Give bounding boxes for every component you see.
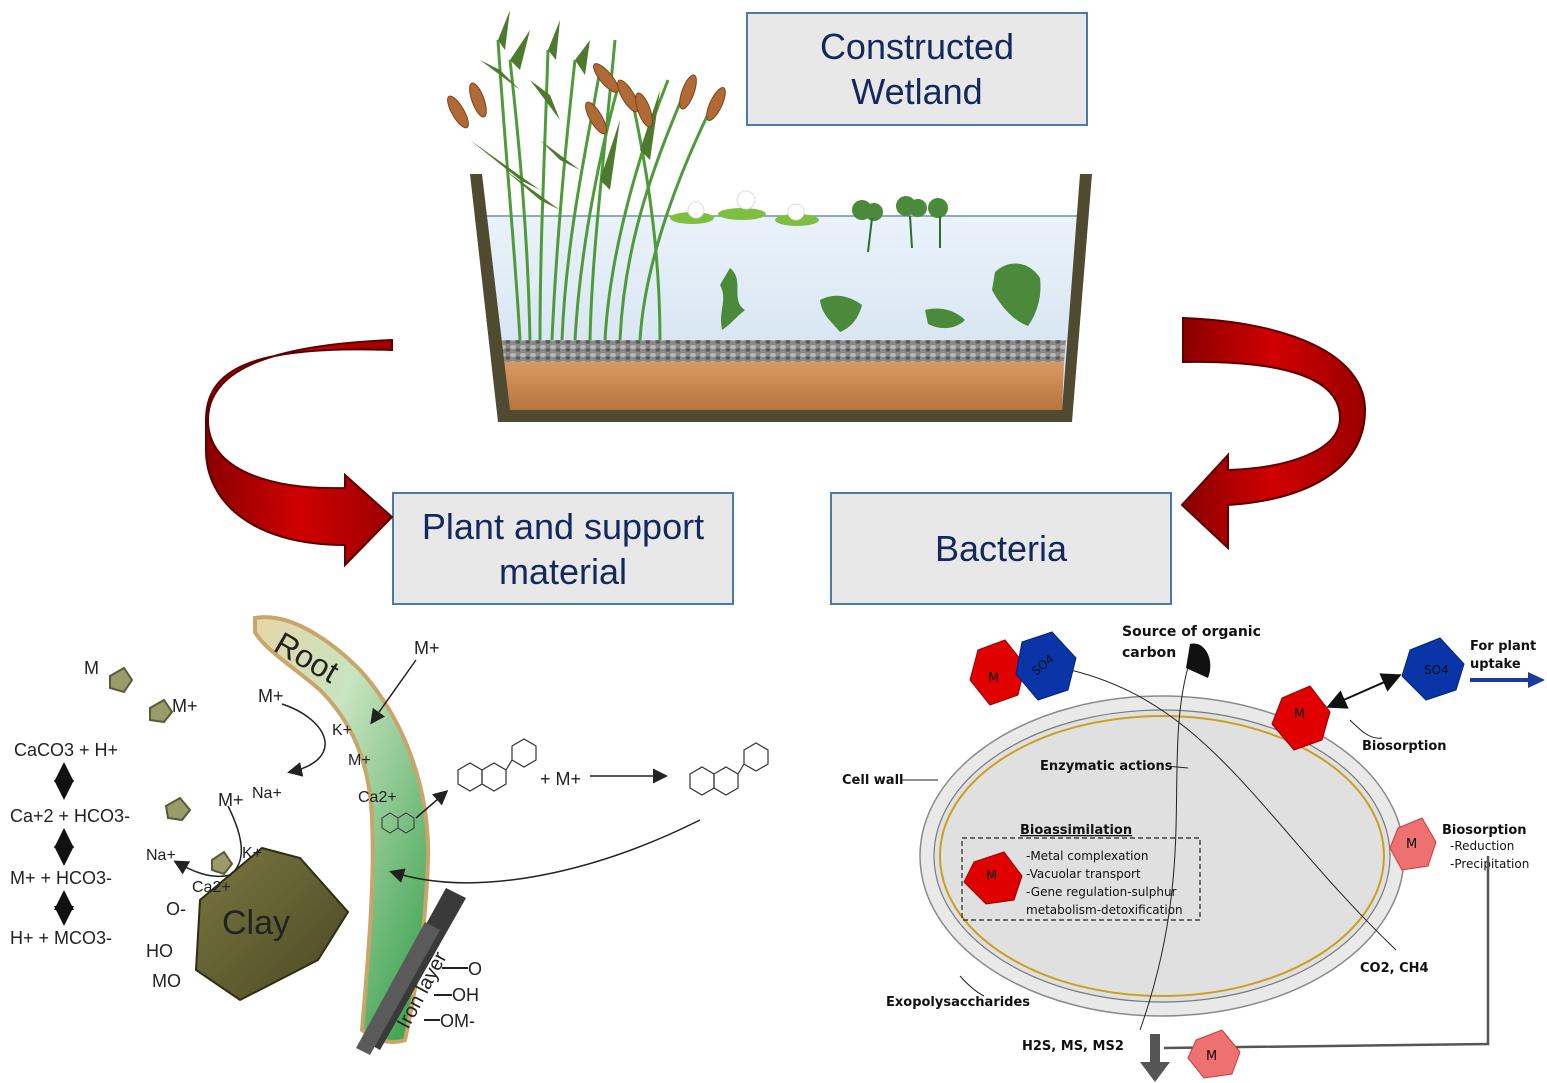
bio-item-3: -Gene regulation-sulphur [1026, 885, 1177, 899]
carbon-source-shape [1186, 643, 1211, 678]
bacteria-title-text: Bacteria [934, 528, 1068, 569]
clay-k-label: K+ [242, 845, 262, 862]
equation-1: CaCO3 + H+ [14, 740, 118, 760]
sulfate-label-right: SO4 [1424, 663, 1449, 677]
wetland-title-line2: Wetland [851, 71, 983, 112]
uptake-arrow [389, 819, 701, 884]
bio-item-1: -Metal complexation [1026, 849, 1148, 863]
root-left-mplus: M+ [258, 686, 284, 706]
root-m-label: M+ [348, 752, 371, 769]
exchange-arrow [281, 703, 326, 777]
iron-oh-label: OH [452, 985, 479, 1005]
for-plant-label-2: uptake [1470, 657, 1521, 672]
plant-title-line2: material [498, 550, 628, 592]
free-m-label: M [84, 658, 99, 678]
metal-pentagons [109, 666, 234, 876]
root-panel: Root K+ M+ Ca2+ Iron layer O OH OM- Clay… [10, 615, 769, 1055]
sulfate-hexagon-top [1015, 631, 1077, 701]
root-ca-label: Ca2+ [358, 789, 397, 806]
sulfate-hexagon-right [1401, 637, 1465, 701]
iron-o-label: O [468, 959, 482, 979]
root-k-label: K+ [332, 722, 352, 739]
plus-mplus-label: + M+ [540, 769, 581, 789]
bacteria-panel: Bioassimilation -Metal complexation -Vac… [842, 624, 1545, 1082]
flavonoid-molecule [457, 738, 537, 792]
metal-hexagon-top [969, 639, 1026, 706]
bio-item-2: -Vacuolar transport [1026, 867, 1141, 881]
free-mplus-label: M+ [172, 696, 198, 716]
metal-label-pink-right: M [1406, 837, 1417, 852]
root-na-label: Na+ [252, 785, 282, 802]
metal-label-biosorption: M [1294, 707, 1305, 722]
biosorption-top-label: Biosorption [1362, 739, 1447, 754]
clay-ca-label: Ca2+ [192, 879, 231, 896]
clay-exchange-arrow [173, 805, 243, 877]
equation-2: Ca+2 + HCO3- [10, 806, 130, 826]
metal-hexagon-pink-right [1389, 817, 1437, 871]
co2-label: CO2, CH4 [1360, 961, 1429, 976]
carbon-curve [1139, 659, 1191, 1031]
for-plant-label-1: For plant [1470, 639, 1536, 654]
enzymatic-label: Enzymatic actions [1040, 759, 1173, 774]
clay-o-label: O- [166, 899, 186, 919]
metal-hexagon-biosorption [1271, 685, 1331, 751]
metal-label-bottom: M [1206, 1049, 1217, 1064]
soil-layer [496, 362, 1064, 410]
source-carbon-label-2: carbon [1122, 645, 1176, 661]
submerged-plants [720, 263, 1041, 332]
bio-item-4: metabolism-detoxification [1026, 903, 1183, 917]
cell-wall-label: Cell wall [842, 773, 904, 788]
iron-om-label: OM- [440, 1011, 475, 1031]
biosorption-right-label: Biosorption [1442, 823, 1527, 838]
metal-hexagon-bottom [1187, 1029, 1241, 1079]
equation-4: H+ + MCO3- [10, 928, 112, 948]
h2s-label: H2S, MS, MS2 [1022, 1039, 1124, 1054]
clay-mo-label: MO [152, 971, 181, 991]
sediment-down-arrow [1140, 1034, 1170, 1082]
so4-reduction-curve [1061, 667, 1397, 951]
reduction-label: -Reduction [1450, 839, 1514, 853]
metal-hexagon-inside [963, 851, 1023, 905]
cattail-heads [447, 63, 726, 135]
clay-label: Clay [222, 904, 290, 942]
m-to-root-arrow [370, 659, 417, 725]
bacteria-title: Bacteria [830, 492, 1172, 605]
clay-ho-label: HO [146, 941, 173, 961]
curved-arrow-left [205, 338, 394, 568]
bioassimilation-label: Bioassimilation [1020, 823, 1132, 838]
curved-arrow-right [1180, 316, 1367, 551]
complex-molecule [689, 742, 769, 796]
wetland-title-line1: Constructed [819, 26, 1015, 67]
metal-label-inside: M [986, 869, 997, 884]
reed-leaves [470, 10, 660, 210]
root-top-mplus: M+ [414, 638, 440, 658]
exopoly-label: Exopolysaccharides [886, 995, 1030, 1010]
cell-membrane [939, 715, 1385, 997]
exchange-double-arrow [1326, 673, 1402, 709]
exudate-molecule [381, 812, 415, 834]
precipitation-path [1163, 856, 1490, 1050]
source-carbon-label-1: Source of organic [1122, 624, 1261, 640]
exudation-arrow [415, 790, 449, 819]
plant-title-line1: Plant and support [421, 505, 705, 547]
precipitation-label: -Precipitation [1450, 857, 1529, 871]
gravel-layer [494, 340, 1066, 362]
clay-na-label: Na+ [146, 847, 176, 864]
metal-label-top: M [988, 671, 999, 686]
clay-top-mplus: M+ [218, 790, 244, 810]
equation-3: M+ + HCO3- [10, 868, 112, 888]
floating-plants [670, 190, 948, 253]
clay-particle [194, 846, 350, 1002]
